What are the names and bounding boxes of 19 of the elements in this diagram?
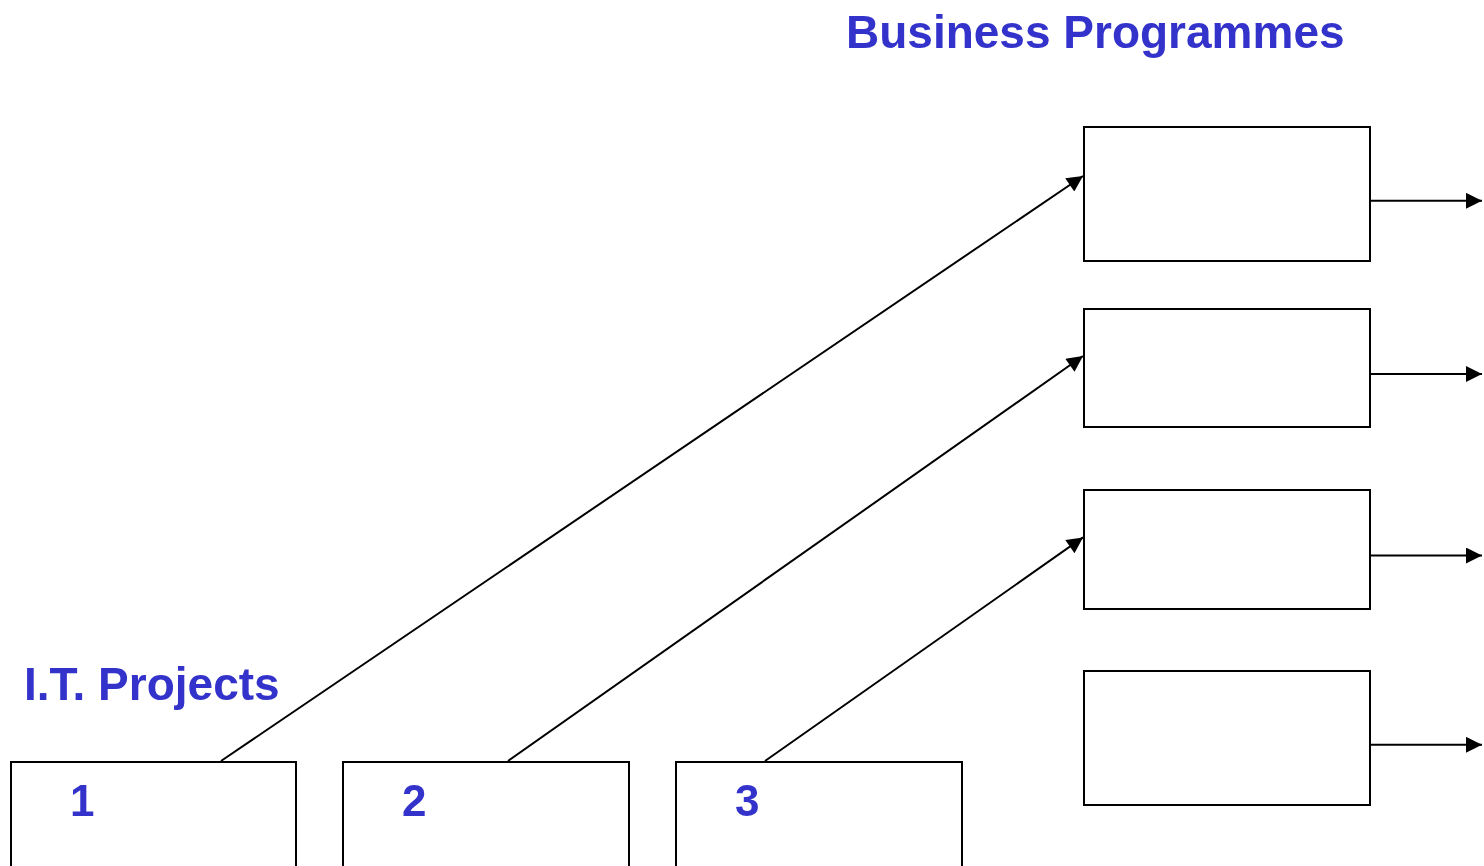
project-number: 2 [402,779,427,823]
arrow [764,536,1084,762]
section-heading: I.T. Projects [24,657,280,712]
project-box [675,761,963,866]
arrow [220,175,1084,762]
programme-box [1083,489,1371,610]
arrow [1370,736,1483,753]
programme-box [1083,308,1371,428]
project-number: 1 [70,779,95,823]
arrow [1370,192,1483,209]
programme-box [1083,670,1371,806]
project-number: 3 [735,779,760,823]
arrow [1370,547,1483,564]
project-box [10,761,297,866]
programme-box [1083,126,1371,262]
project-box [342,761,630,866]
section-heading: Business Programmes [846,5,1345,60]
arrow [507,355,1084,762]
arrow [1370,366,1483,382]
